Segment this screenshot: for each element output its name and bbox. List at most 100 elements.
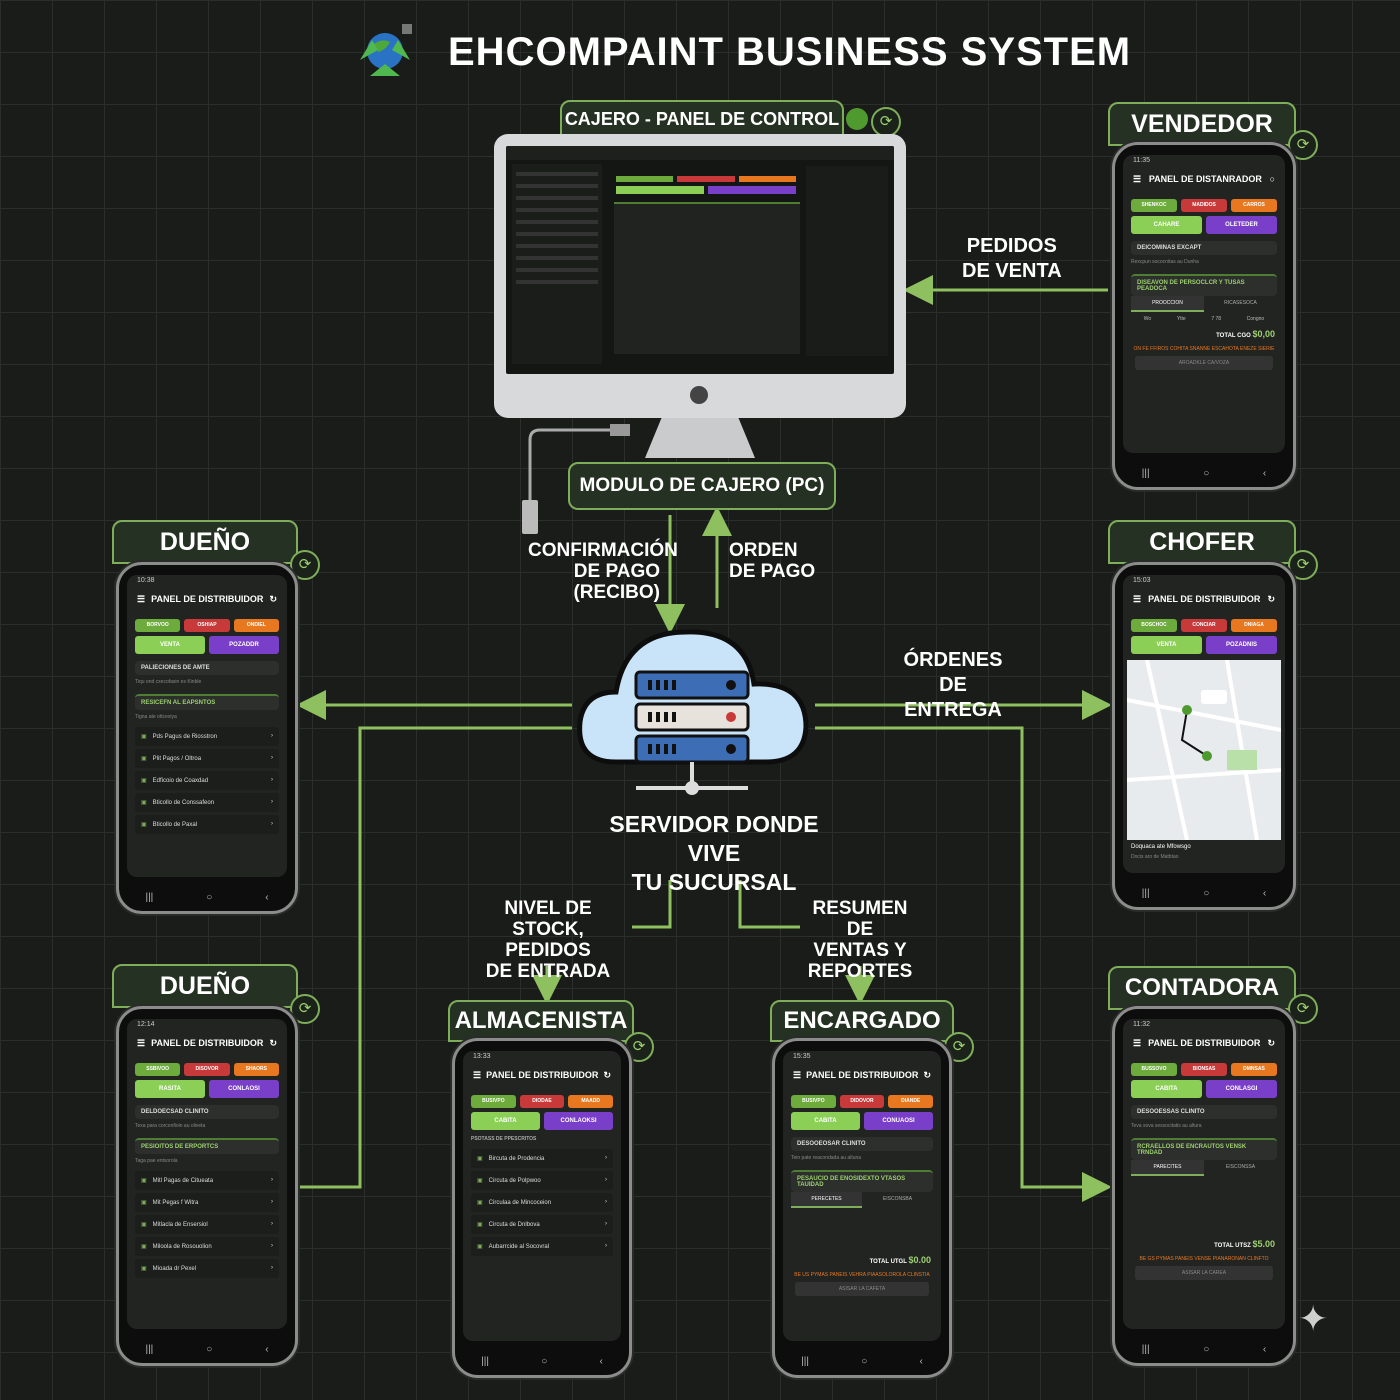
btn-4[interactable]: VENTA: [1131, 636, 1202, 654]
role-tag-encargado: ENCARGADO: [770, 1000, 954, 1042]
btn-5[interactable]: CONLAOKSI: [544, 1112, 613, 1130]
section-2[interactable]: PESAUCIO DE ENOSIDEXTO VTASOS TAUIDAD: [791, 1170, 933, 1192]
btn-2[interactable]: DIDOVOR: [839, 1095, 885, 1108]
btn-3[interactable]: DNIAGA: [1231, 619, 1277, 632]
btn-1[interactable]: BUSIVPO: [791, 1095, 836, 1108]
section-1[interactable]: DESOOESSAS CLINITO: [1131, 1105, 1277, 1119]
list-item[interactable]: ▣Pds Pagus de Riosstron›: [135, 727, 279, 746]
btn-2[interactable]: CONCIAR: [1181, 619, 1227, 632]
section-2[interactable]: RCRAELLOS DE ENCRAUTOS VENSK TRNDAD: [1131, 1138, 1277, 1160]
cloud-server-icon: [577, 629, 809, 795]
section-1[interactable]: PALIECIONES DE AMTE: [135, 661, 279, 675]
section-1[interactable]: DEICOMINAS EXCAPT: [1131, 241, 1277, 255]
btn-3[interactable]: ONDIEL: [233, 619, 279, 632]
btn-1[interactable]: BOSCHOC: [1131, 619, 1177, 632]
role-tag-dueno-2: DUEÑO: [112, 964, 298, 1008]
list-item[interactable]: ▣Bticollo de Paxal›: [135, 815, 279, 834]
section-1[interactable]: DESOOEOSAR CLINITO: [791, 1137, 933, 1151]
tab-1[interactable]: PROOCCION: [1131, 296, 1204, 312]
list-item[interactable]: ▣Plit Pagos / Oltroa›: [135, 749, 279, 768]
list-item[interactable]: ▣Mit Pegas f Witra›: [135, 1193, 279, 1212]
tab-1[interactable]: PERECETES: [791, 1192, 862, 1208]
list-item[interactable]: ▣Circuta de Polpwoo›: [471, 1171, 613, 1190]
btn-5[interactable]: POZADDR: [209, 636, 279, 654]
btn-1[interactable]: BUSSOVO: [1131, 1063, 1177, 1076]
sync-icon: ⟳: [1288, 994, 1318, 1024]
list-item[interactable]: ▣Miloola de Rosouolion›: [135, 1237, 279, 1256]
tab-1[interactable]: PARECITES: [1131, 1160, 1204, 1176]
list-item[interactable]: ▣Edficoio de Coaxdad›: [135, 771, 279, 790]
role-tag-chofer: CHOFER: [1108, 520, 1296, 564]
add-button[interactable]: ASISAR LA CAREA: [1135, 1266, 1273, 1280]
role-tag-contadora: CONTADORA: [1108, 966, 1296, 1010]
btn-3[interactable]: CARROS: [1231, 199, 1277, 212]
list-item[interactable]: ▣Mitl Pagas de Citueata›: [135, 1171, 279, 1190]
add-button[interactable]: AROADKLE CA/VOZA: [1135, 356, 1273, 370]
list-item[interactable]: ▣Bticollo de Conssafeon›: [135, 793, 279, 812]
btn-3[interactable]: SHAORS: [233, 1063, 279, 1076]
wire-nivel: [632, 880, 672, 929]
pc-monitor: [494, 134, 906, 418]
tab-2[interactable]: RICASESOCA: [1224, 300, 1257, 306]
btn-3[interactable]: DMNSAS: [1231, 1063, 1277, 1076]
btn-4[interactable]: VENTA: [135, 636, 205, 654]
btn-2[interactable]: MADIDOS: [1181, 199, 1227, 212]
btn-4[interactable]: CABITA: [1131, 1080, 1202, 1098]
btn-1[interactable]: SSBIVOO: [135, 1063, 181, 1076]
list-item[interactable]: ▣Bircuta de Prodencia›: [471, 1149, 613, 1168]
list-item[interactable]: ▣Mitlacla de Ensersiol›: [135, 1215, 279, 1234]
btn-1[interactable]: SHENKOC: [1131, 199, 1177, 212]
btn-4[interactable]: RASITA: [135, 1080, 205, 1098]
btn-1[interactable]: BUSIVPO: [471, 1095, 516, 1108]
btn-2[interactable]: DIODAE: [519, 1095, 565, 1108]
btn-2[interactable]: BIONSAS: [1181, 1063, 1227, 1076]
section-1[interactable]: DELDOECSAD CLINITO: [135, 1105, 279, 1119]
add-button[interactable]: ASISAR LA CAFETA: [795, 1282, 929, 1296]
recycle-globe-icon: [360, 24, 412, 76]
btn-1[interactable]: BORVOO: [135, 619, 181, 632]
tab-2[interactable]: EISCONSSA: [1225, 1164, 1256, 1170]
wire-resumen: [738, 880, 800, 929]
list-item[interactable]: ▣Aubarrcide al Socovral›: [471, 1237, 613, 1256]
btn-3[interactable]: DIANDE: [888, 1095, 934, 1108]
list-item[interactable]: ▣Mioada dr Pexel›: [135, 1259, 279, 1278]
section-2[interactable]: RESICEFN AL EAPSNTOS: [135, 694, 279, 710]
cajero-tag: CAJERO - PANEL DE CONTROL: [560, 100, 844, 138]
btn-4[interactable]: CABITA: [791, 1112, 860, 1130]
sync-icon: ⟳: [1288, 130, 1318, 160]
role-tag-vendedor: VENDEDOR: [1108, 102, 1296, 146]
sync-icon: ⟳: [871, 107, 901, 137]
list-item[interactable]: ▣Circulaa de Mincoceion›: [471, 1193, 613, 1212]
monitor-stand: [645, 418, 755, 458]
btn-5[interactable]: OLETEDER: [1206, 216, 1277, 234]
btn-5[interactable]: POZADNIS: [1206, 636, 1277, 654]
btn-2[interactable]: DISOVOR: [184, 1063, 230, 1076]
tab-2[interactable]: EISCONSBA: [882, 1196, 913, 1202]
section-2[interactable]: DISEAVON DE PERSOCLCR Y TUSAS PEADOCA: [1131, 274, 1277, 296]
btn-4[interactable]: CABITA: [471, 1112, 540, 1130]
btn-3[interactable]: MAADD: [568, 1095, 614, 1108]
btn-5[interactable]: CONUAOSI: [864, 1112, 933, 1130]
role-tag-almacenista: ALMACENISTA: [448, 1000, 634, 1042]
btn-5[interactable]: CONLAOSI: [209, 1080, 279, 1098]
btn-5[interactable]: CONLASGI: [1206, 1080, 1277, 1098]
list-item[interactable]: ▣Circuta de Dnlbova›: [471, 1215, 613, 1234]
route-map[interactable]: [1127, 660, 1281, 840]
section-2[interactable]: PESIOITOS DE ERPORTCS: [135, 1138, 279, 1154]
btn-4[interactable]: CAHARE: [1131, 216, 1202, 234]
btn-2[interactable]: OSHIAP: [184, 619, 230, 632]
